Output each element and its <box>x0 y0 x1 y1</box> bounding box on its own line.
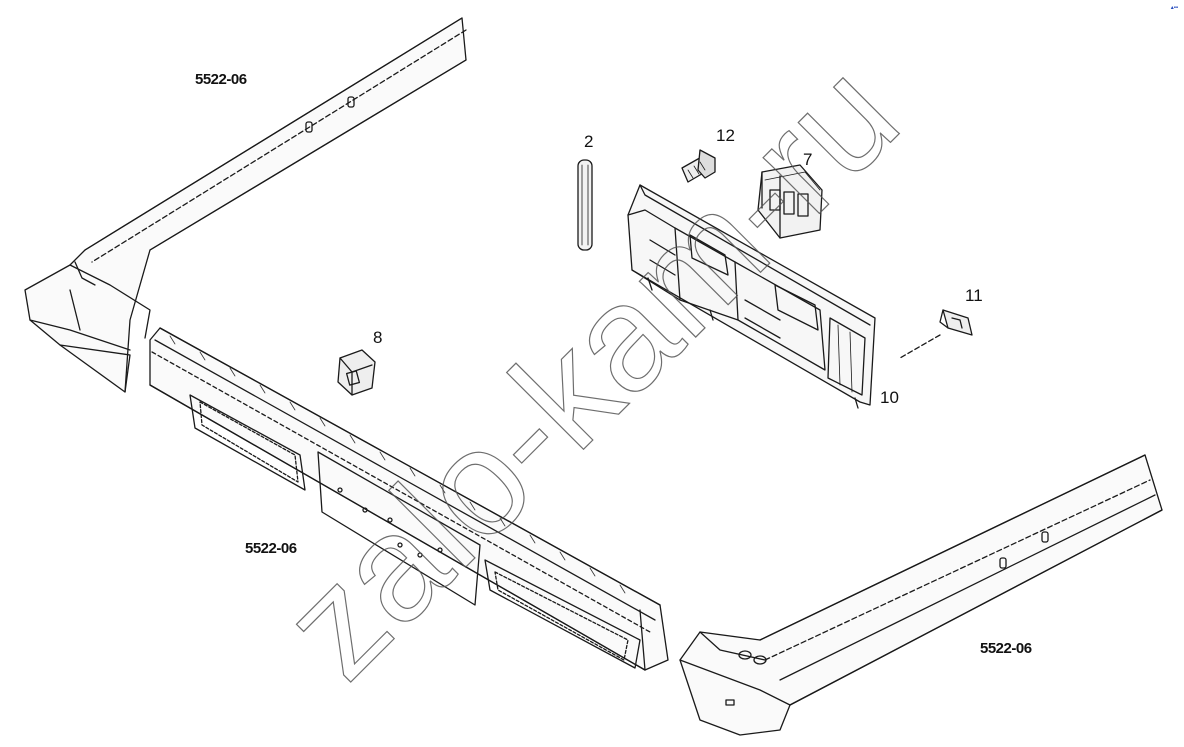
reference-label-mid-left: 5522-06 <box>245 540 297 557</box>
part-number-7: 7 <box>803 150 813 169</box>
corner-mark-icon: ▴▪▪ <box>1170 5 1178 11</box>
part-2-pin <box>577 159 593 251</box>
part-8-clip <box>337 349 376 396</box>
part-number-8: 8 <box>373 328 383 347</box>
part-number-11: 11 <box>965 286 983 305</box>
part-7-connector <box>757 164 823 239</box>
center-rear-bumper <box>149 327 669 671</box>
top-left-bumper-trim <box>24 17 467 393</box>
bottom-right-bumper-trim <box>679 454 1163 736</box>
part-10-panel <box>627 184 876 409</box>
reference-label-bottom-right: 5522-06 <box>980 640 1032 657</box>
part-number-12: 12 <box>716 126 735 145</box>
part-11-clip <box>899 309 973 359</box>
part-number-10: 10 <box>880 388 899 407</box>
part-number-2: 2 <box>584 132 594 151</box>
reference-label-top-left: 5522-06 <box>195 71 247 88</box>
part-12-bolt <box>681 149 716 183</box>
